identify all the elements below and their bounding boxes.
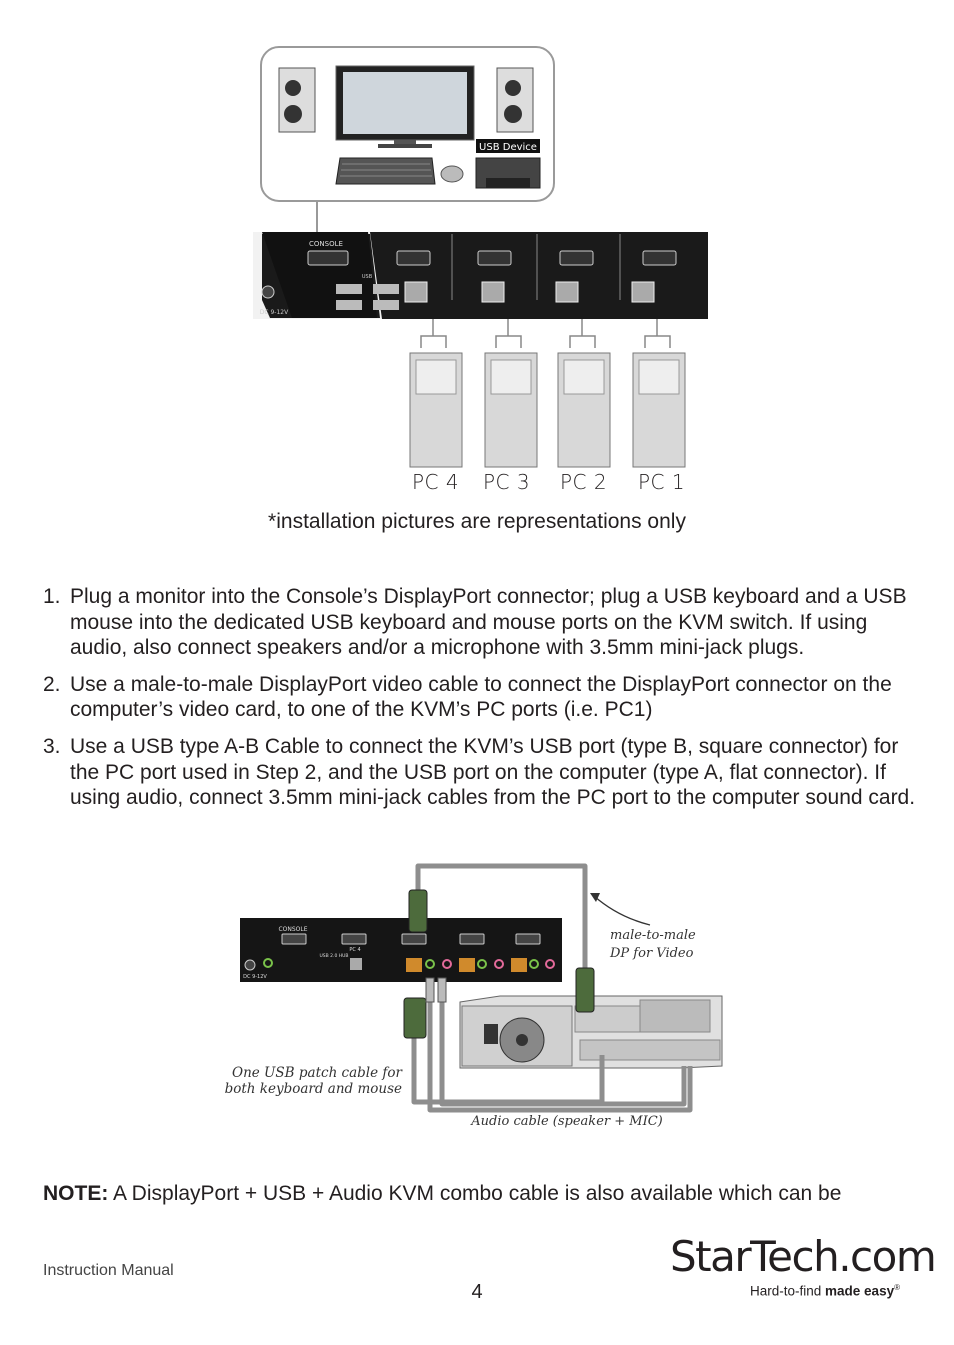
usb-note-line2: both keyboard and mouse (225, 1081, 402, 1097)
step-text: Use a USB type A-B Cable to connect the … (70, 734, 916, 810)
pc-tower-icon (409, 352, 463, 468)
page-number: 4 (471, 1281, 483, 1303)
logo-tag-regular: Hard-to-find (750, 1283, 826, 1299)
step-item: 1. Plug a monitor into the Console’s Dis… (43, 584, 923, 661)
note-label: NOTE: (43, 1182, 109, 1205)
usb-small-label: USB (362, 274, 373, 280)
note-text: A DisplayPort + USB + Audio KVM combo ca… (108, 1182, 842, 1205)
step-number: 3. (43, 734, 61, 758)
step-number: 2. (43, 672, 61, 696)
startech-logo: StarTech.com (670, 1232, 937, 1281)
audio-cable-mic (439, 985, 687, 1107)
kvm-usb-hub-label: USB 2.0 HUB (319, 953, 348, 959)
usb-device-label: USB Device (479, 142, 537, 153)
logo-tag-bold: made easy (825, 1283, 895, 1299)
pc-tower-icon (632, 352, 686, 468)
step-item: 3. Use a USB type A-B Cable to connect t… (43, 734, 923, 811)
speaker-right-icon (496, 67, 534, 133)
usb-device-printer-icon: USB Device (475, 139, 541, 189)
console-label: CONSOLE (309, 240, 343, 248)
installation-caption: *installation pictures are representatio… (268, 510, 686, 533)
desktop-computer-icon (459, 995, 723, 1069)
pc-label: PC 3 (483, 470, 531, 494)
dp-plug-icon (408, 889, 428, 933)
installation-diagram: USB Device CONSOLE DC 9-12V USB (253, 46, 708, 468)
logo-wordmark: StarTech.com (670, 1232, 937, 1281)
logo-tag-mark: ® (894, 1283, 900, 1292)
installation-steps: 1. Plug a monitor into the Console’s Dis… (43, 584, 923, 822)
cabling-diagram: CONSOLE PC 4 USB 2.0 HUB DC 9-12V (225, 863, 723, 1129)
kvm-unit: CONSOLE PC 4 USB 2.0 HUB DC 9-12V (240, 918, 562, 982)
kvm-back-panel: CONSOLE DC 9-12V USB (253, 232, 708, 319)
step-text: Use a male-to-male DisplayPort video cab… (70, 672, 892, 722)
dp-note-line2: DP for Video (609, 946, 694, 961)
pc-tower-icon (557, 352, 611, 468)
step-text: Plug a monitor into the Console’s Displa… (70, 585, 907, 660)
step-item: 2. Use a male-to-male DisplayPort video … (43, 672, 923, 723)
pc-tower-icon (484, 352, 538, 468)
step-number: 1. (43, 585, 61, 608)
footer-document-title: Instruction Manual (43, 1262, 174, 1279)
annotation-arrow (593, 895, 651, 926)
audio-cable-speaker (427, 985, 693, 1113)
monitor-icon (335, 65, 475, 148)
logo-tagline: Hard-to-find made easy® (750, 1283, 900, 1299)
speaker-left-icon (278, 67, 316, 133)
kvm-console-label: CONSOLE (278, 926, 307, 933)
dc-label: DC 9-12V (260, 309, 289, 316)
dp-cable (415, 863, 588, 975)
mouse-icon (440, 165, 464, 183)
pc-label: PC 4 (412, 470, 460, 494)
dp-note-line1: male-to-male (610, 928, 696, 943)
usb-plug-icon (403, 997, 427, 1039)
audio-note: Audio cable (speaker + MIC) (470, 1114, 662, 1129)
audio-plug-icon (437, 977, 447, 1003)
kvm-pc4-label: PC 4 (349, 947, 360, 953)
pc-label: PC 2 (560, 470, 608, 494)
keyboard-icon (335, 157, 436, 185)
dp-plug-icon (575, 967, 595, 1013)
audio-plug-icon (425, 977, 435, 1003)
note-paragraph: NOTE: A DisplayPort + USB + Audio KVM co… (43, 1182, 841, 1206)
kvm-dc-label: DC 9-12V (243, 974, 267, 980)
usb-note-line1: One USB patch cable for (232, 1065, 404, 1081)
pc-label: PC 1 (638, 470, 686, 494)
